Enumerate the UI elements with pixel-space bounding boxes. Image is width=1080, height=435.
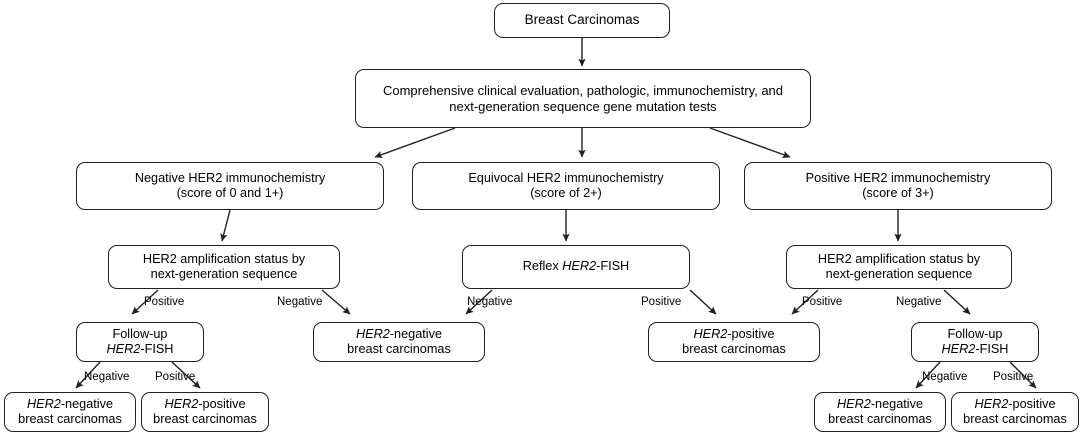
edge-label-positive-10: Positive xyxy=(993,371,1034,383)
ihc-positive-line-2: (score of 3+) xyxy=(862,186,934,200)
ngs-right-line-1: HER2 amplification status by xyxy=(817,251,981,266)
ihc-positive-line-1: Positive HER2 immunochemistry xyxy=(805,170,991,185)
ihc-negative-line-1: Negative HER2 immunochemistry xyxy=(134,170,326,185)
ngs-left-line-2: next-generation sequence xyxy=(150,267,298,281)
node-final-her2-negative-left[interactable]: HER2-negative breast carcinomas xyxy=(4,392,136,432)
ngs-left-line-1: HER2 amplification status by xyxy=(142,251,306,266)
her2-positive-mid-post: -positive xyxy=(727,326,775,341)
edge-label-positive-1: Positive xyxy=(144,296,185,308)
node-followup-fish-left[interactable]: Follow-up HER2-FISH xyxy=(76,322,204,362)
node-ihc-positive[interactable]: Positive HER2 immunochemistry (score of … xyxy=(744,162,1052,210)
final-neg-right-post: -negative xyxy=(870,396,924,411)
final-pos-left-line-2: breast carcinomas xyxy=(153,412,257,426)
node-her2-positive-mid[interactable]: HER2-positive breast carcinomas xyxy=(648,322,820,362)
workup-line-2: next-generation sequence gene mutation t… xyxy=(449,98,717,114)
final-neg-right-line-2: breast carcinomas xyxy=(828,412,932,426)
final-neg-left-gene: HER2 xyxy=(26,396,61,411)
ihc-equivocal-line-2: (score of 2+) xyxy=(530,186,602,200)
node-breast-carcinomas-label: Breast Carcinomas xyxy=(524,12,640,28)
node-comprehensive-workup[interactable]: Comprehensive clinical evaluation, patho… xyxy=(355,69,811,128)
reflex-fish-gene: HER2 xyxy=(562,259,597,274)
final-pos-left-gene: HER2 xyxy=(164,396,199,411)
node-ngs-left[interactable]: HER2 amplification status by next-genera… xyxy=(108,245,340,289)
node-final-her2-negative-right[interactable]: HER2-negative breast carcinomas xyxy=(814,392,946,432)
edge-label-negative-3: Negative xyxy=(467,296,513,308)
final-neg-left-line-2: breast carcinomas xyxy=(18,412,122,426)
node-breast-carcinomas[interactable]: Breast Carcinomas xyxy=(494,3,670,38)
workup-line-1: Comprehensive clinical evaluation, patho… xyxy=(382,82,784,98)
ihc-equivocal-line-1: Equivocal HER2 immunochemistry xyxy=(468,170,664,185)
her2-negative-mid-line-2: breast carcinomas xyxy=(347,342,451,356)
node-her2-negative-mid[interactable]: HER2-negative breast carcinomas xyxy=(313,322,485,362)
ngs-right-line-2: next-generation sequence xyxy=(825,267,973,281)
followup-left-post: -FISH xyxy=(140,342,174,356)
ihc-negative-line-2: (score of 0 and 1+) xyxy=(176,186,284,200)
final-pos-right-gene: HER2 xyxy=(974,396,1009,411)
her2-negative-mid-post: -negative xyxy=(389,326,443,341)
followup-left-gene: HER2 xyxy=(106,342,141,356)
final-pos-right-line-2: breast carcinomas xyxy=(963,412,1067,426)
node-reflex-her2-fish[interactable]: Reflex HER2-FISH xyxy=(462,245,690,289)
final-pos-left-post: -positive xyxy=(198,396,246,411)
final-neg-left-post: -negative xyxy=(60,396,114,411)
her2-negative-mid-gene: HER2 xyxy=(355,326,390,341)
edge-label-positive-5: Positive xyxy=(802,296,843,308)
edge-label-positive-8: Positive xyxy=(155,371,196,383)
followup-right-gene: HER2 xyxy=(941,342,976,356)
reflex-fish-pre: Reflex xyxy=(522,259,563,274)
node-ihc-negative[interactable]: Negative HER2 immunochemistry (score of … xyxy=(76,162,384,210)
node-final-her2-positive-right[interactable]: HER2-positive breast carcinomas xyxy=(951,392,1079,432)
final-neg-right-gene: HER2 xyxy=(836,396,871,411)
final-pos-right-post: -positive xyxy=(1008,396,1056,411)
edge-label-negative-7: Negative xyxy=(84,371,130,383)
node-final-her2-positive-left[interactable]: HER2-positive breast carcinomas xyxy=(141,392,269,432)
node-ngs-right[interactable]: HER2 amplification status by next-genera… xyxy=(786,245,1012,289)
edge-label-negative-6: Negative xyxy=(896,296,942,308)
followup-right-line-1: Follow-up xyxy=(947,326,1003,341)
reflex-fish-post: -FISH xyxy=(596,259,630,274)
followup-left-line-1: Follow-up xyxy=(112,326,168,341)
edge-label-negative-9: Negative xyxy=(922,371,968,383)
edge-label-positive-4: Positive xyxy=(641,296,682,308)
her2-positive-mid-gene: HER2 xyxy=(693,326,728,341)
node-followup-fish-right[interactable]: Follow-up HER2-FISH xyxy=(911,322,1039,362)
followup-right-post: -FISH xyxy=(975,342,1009,356)
her2-positive-mid-line-2: breast carcinomas xyxy=(682,342,786,356)
edge-label-negative-2: Negative xyxy=(277,296,323,308)
node-ihc-equivocal[interactable]: Equivocal HER2 immunochemistry (score of… xyxy=(412,162,720,210)
